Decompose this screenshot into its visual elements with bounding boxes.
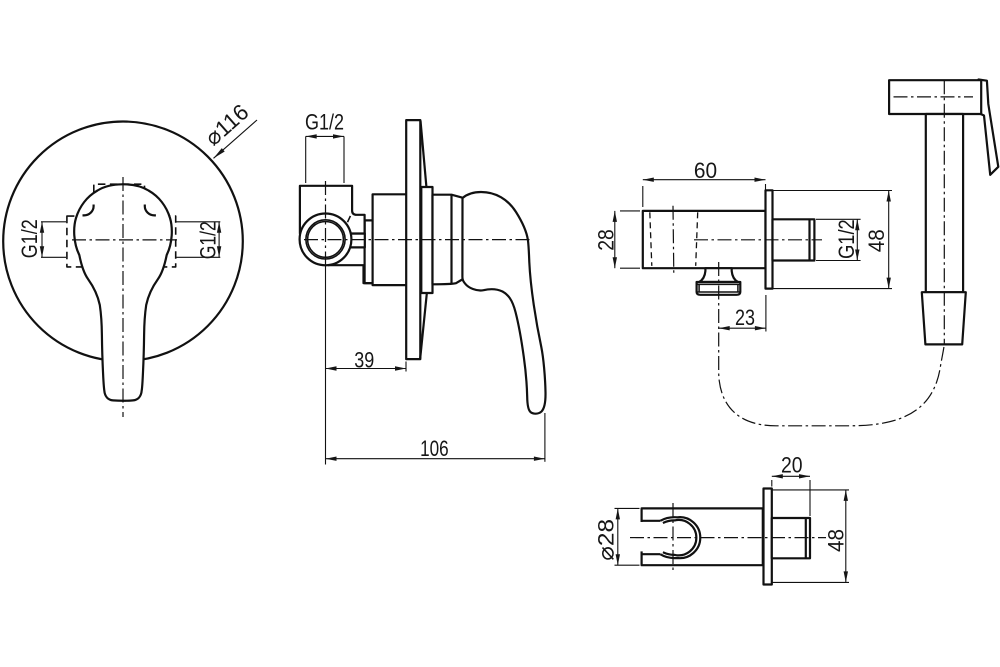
svg-text:23: 23	[735, 305, 755, 330]
svg-text:⌀28: ⌀28	[593, 519, 618, 561]
svg-text:G1/2: G1/2	[305, 110, 344, 135]
svg-text:28: 28	[594, 229, 619, 251]
svg-text:39: 39	[354, 347, 374, 372]
svg-text:G1/2: G1/2	[196, 221, 221, 259]
svg-text:48: 48	[864, 229, 889, 252]
svg-text:106: 106	[420, 436, 449, 461]
svg-text:G1/2: G1/2	[17, 219, 42, 258]
svg-text:G1/2: G1/2	[834, 219, 859, 259]
svg-text:48: 48	[824, 529, 849, 552]
svg-text:60: 60	[694, 158, 717, 183]
svg-text:⌀116: ⌀116	[200, 99, 253, 150]
svg-text:20: 20	[781, 452, 803, 477]
